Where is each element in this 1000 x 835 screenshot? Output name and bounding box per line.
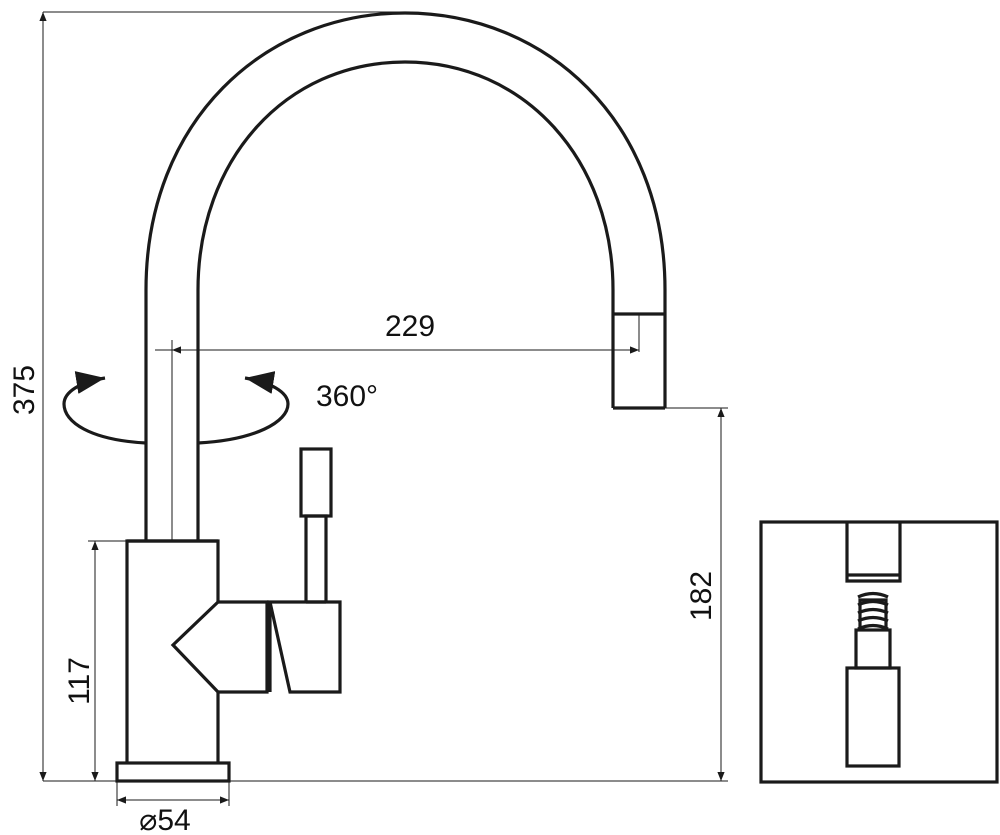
detail-inset <box>759 520 999 784</box>
faucet-outline <box>115 11 667 783</box>
rotation-indicator: 360° <box>62 371 378 445</box>
lever-knob <box>299 447 333 518</box>
lever-handle <box>304 514 328 602</box>
dim-total-height-label: 375 <box>8 365 41 415</box>
rotation-label: 360° <box>316 380 378 413</box>
hose-body <box>845 666 901 768</box>
hose-thread <box>854 591 892 670</box>
dimension-spout-reach: 229 <box>155 310 640 541</box>
dimension-spout-clearance: 182 <box>229 407 728 782</box>
dimension-base-diameter: ⌀54 <box>116 781 230 835</box>
lever-block <box>267 600 342 694</box>
spout-outer <box>144 11 667 541</box>
base-plate <box>115 761 231 783</box>
dim-body-height-label: 117 <box>63 657 96 705</box>
faucet-body <box>125 539 269 763</box>
lever-mount <box>170 600 220 694</box>
spout-inner <box>196 60 615 541</box>
dim-spout-clearance-label: 182 <box>685 571 718 621</box>
dim-spout-reach-label: 229 <box>385 310 435 343</box>
dimension-body-height: 117 <box>63 540 127 781</box>
dim-base-diameter-label: ⌀54 <box>139 804 190 835</box>
dimension-total-height: 375 <box>8 11 400 782</box>
